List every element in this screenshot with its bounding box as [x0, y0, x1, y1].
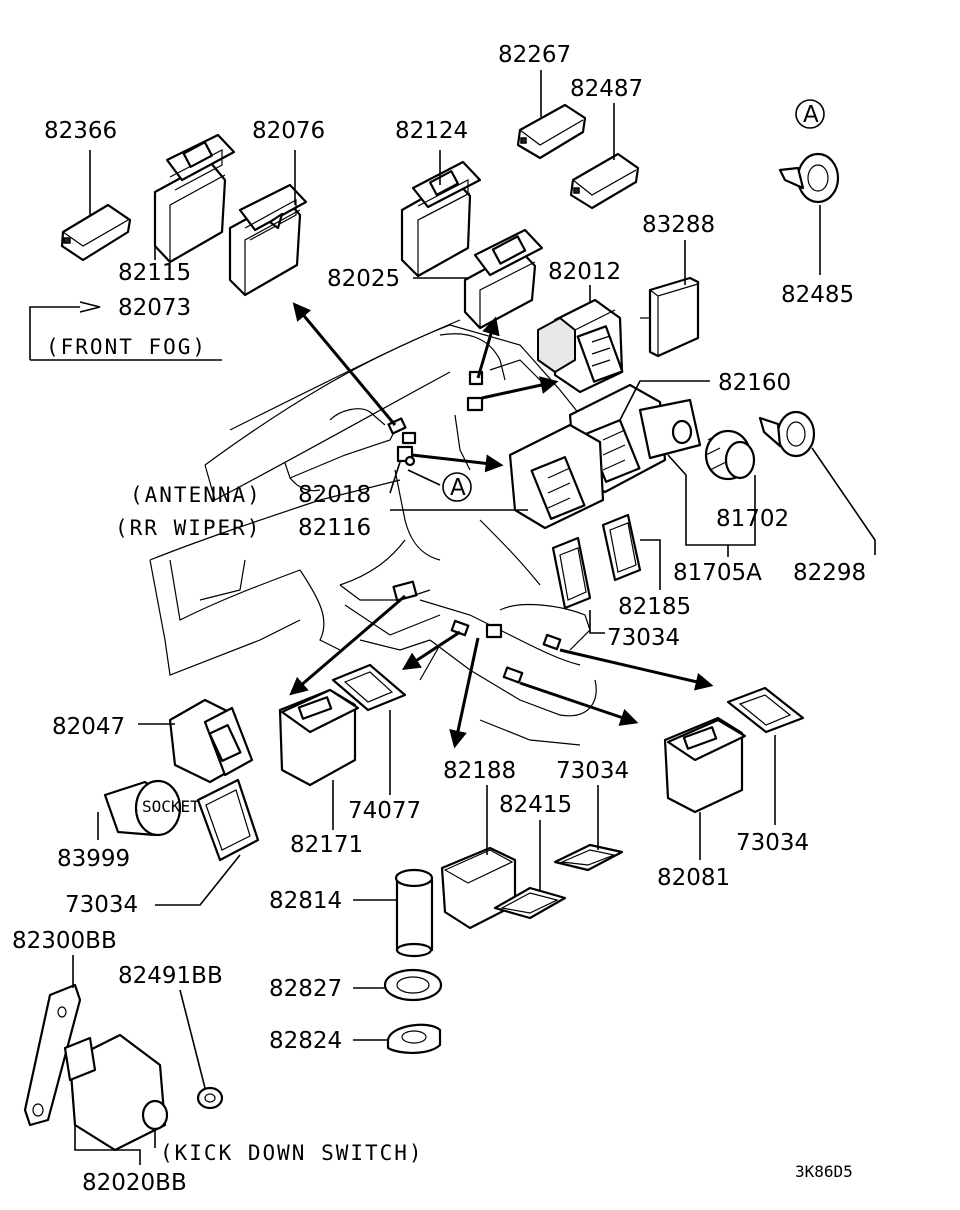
diagram-code: 3K86D5: [795, 1162, 853, 1181]
label-74077: 74077: [348, 798, 421, 824]
label-82366: 82366: [44, 118, 117, 144]
label-82081: 82081: [657, 865, 730, 891]
pointer-arrows: [289, 302, 714, 749]
bezel-82415: [493, 886, 567, 920]
label-82415: 82415: [499, 792, 572, 818]
lighter-82814: [394, 868, 434, 958]
label-82076: 82076: [252, 118, 325, 144]
switch-82188: [440, 846, 517, 930]
bezel-73034-a: [551, 536, 592, 610]
label-81705A: 81705A: [673, 560, 762, 586]
switch-82124: [400, 160, 482, 278]
bezel-73034-c: [196, 778, 260, 862]
label-82018: 82018: [298, 482, 371, 508]
note-rr-wiper: (RR WIPER): [115, 516, 261, 540]
ring-82827: [383, 968, 443, 1002]
label-82188: 82188: [443, 758, 516, 784]
note-kick-down: (KICK DOWN SWITCH): [160, 1141, 424, 1165]
bracket-82824: [386, 1023, 442, 1054]
switch-82076: [228, 183, 308, 297]
label-82020BB: 82020BB: [82, 1170, 187, 1196]
knob-81702: [704, 429, 756, 481]
callout-a-mid: A: [450, 475, 466, 501]
label-82267: 82267: [498, 42, 571, 68]
label-83288: 83288: [642, 212, 715, 238]
label-82300BB: 82300BB: [12, 928, 117, 954]
label-82073: 82073: [118, 295, 191, 321]
switch-82020BB: [63, 1033, 169, 1152]
switch-82081: [663, 716, 747, 814]
label-73034-a: 73034: [607, 625, 680, 651]
switch-82047: [168, 698, 254, 784]
label-82025: 82025: [327, 266, 400, 292]
label-82171: 82171: [290, 832, 363, 858]
cover-82267: [516, 103, 587, 160]
clip-82298: [758, 410, 816, 458]
label-82047: 82047: [52, 714, 125, 740]
callout-a-top: A: [803, 102, 819, 128]
label-82298: 82298: [793, 560, 866, 586]
label-82124: 82124: [395, 118, 468, 144]
label-82185: 82185: [618, 594, 691, 620]
label-82116: 82116: [298, 515, 371, 541]
socket-83999: SOCKET: [103, 779, 200, 837]
label-82012: 82012: [548, 259, 621, 285]
label-73034-d: 73034: [736, 830, 809, 856]
clip-82485: [778, 152, 840, 204]
cover-83288: [640, 276, 700, 358]
label-82814: 82814: [269, 888, 342, 914]
rotary-81705A: [638, 398, 702, 460]
label-82487: 82487: [570, 76, 643, 102]
label-81702: 81702: [716, 506, 789, 532]
label-82827: 82827: [269, 976, 342, 1002]
switch-82171: [278, 688, 360, 787]
switch-82025: [463, 228, 544, 330]
cover-82366: [60, 203, 132, 262]
socket-text: SOCKET: [142, 797, 200, 816]
label-82115: 82115: [118, 260, 191, 286]
bracket-82300BB: [23, 983, 82, 1127]
label-82491BB: 82491BB: [118, 963, 223, 989]
label-73034-c: 73034: [65, 892, 138, 918]
bezel-73034-d: [726, 686, 805, 734]
switch-block-82012: [537, 298, 624, 394]
leader-lines: [29, 70, 876, 1165]
part-labels: 82267 82487 82366 82076 82124 82115 8207…: [12, 42, 866, 1196]
label-83999: 83999: [57, 846, 130, 872]
bolt-82491BB: [196, 1086, 224, 1110]
note-antenna: (ANTENNA): [130, 483, 262, 507]
label-82485: 82485: [781, 282, 854, 308]
switch-82018: [508, 423, 605, 530]
bezel-82185: [601, 513, 642, 582]
switch-82115: [153, 133, 236, 264]
label-82160: 82160: [718, 370, 791, 396]
label-73034-b: 73034: [556, 758, 629, 784]
note-front-fog: (FRONT FOG): [46, 335, 207, 359]
cover-82487: [569, 152, 640, 210]
label-82824: 82824: [269, 1028, 342, 1054]
bezel-74077: [331, 663, 407, 712]
bezel-73034-b: [553, 843, 624, 872]
